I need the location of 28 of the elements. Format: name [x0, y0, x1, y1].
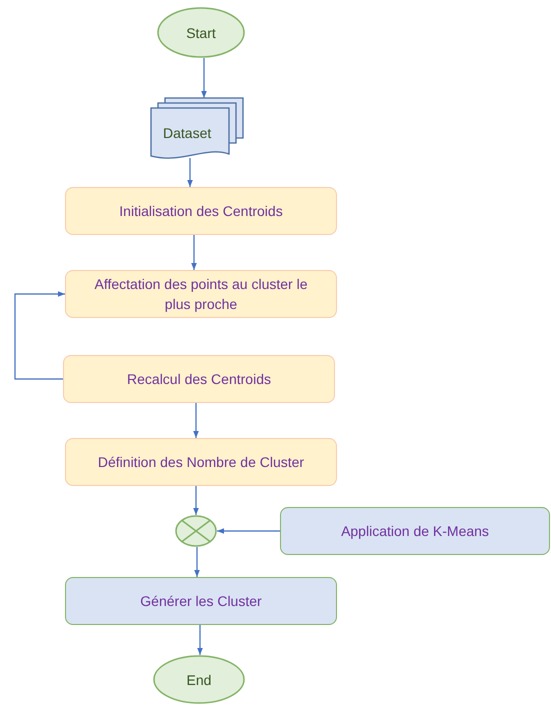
- process-box: [65, 270, 337, 318]
- document-stack: [151, 98, 243, 160]
- node-label: Générer les Cluster: [140, 592, 262, 611]
- node-label: Initialisation des Centroids: [119, 202, 283, 221]
- arrow: [193, 403, 199, 438]
- summing-junction: [175, 515, 217, 547]
- node-label: Définition des Nombre de Cluster: [98, 453, 304, 472]
- arrow: [197, 625, 203, 655]
- process-box: [280, 507, 550, 555]
- node-label: Application de K-Means: [341, 522, 489, 541]
- end-ellipse: [153, 655, 245, 704]
- node-label: Affectation des points au cluster le plus proche: [94, 275, 308, 314]
- node-label: Recalcul des Centroids: [127, 370, 271, 389]
- process-box: [65, 438, 337, 486]
- node-label: End: [186, 670, 212, 690]
- node-label: Dataset: [163, 124, 212, 143]
- arrow: [191, 235, 197, 270]
- arrow: [194, 547, 200, 577]
- process-box: [63, 355, 335, 403]
- arrow: [14, 291, 65, 380]
- arrow: [217, 528, 280, 534]
- process-box: [65, 577, 337, 625]
- arrow: [201, 58, 207, 98]
- arrow: [193, 486, 199, 515]
- node-label: Start: [186, 24, 216, 42]
- arrow: [187, 158, 193, 187]
- start-ellipse: [157, 7, 245, 58]
- process-box: [65, 187, 337, 235]
